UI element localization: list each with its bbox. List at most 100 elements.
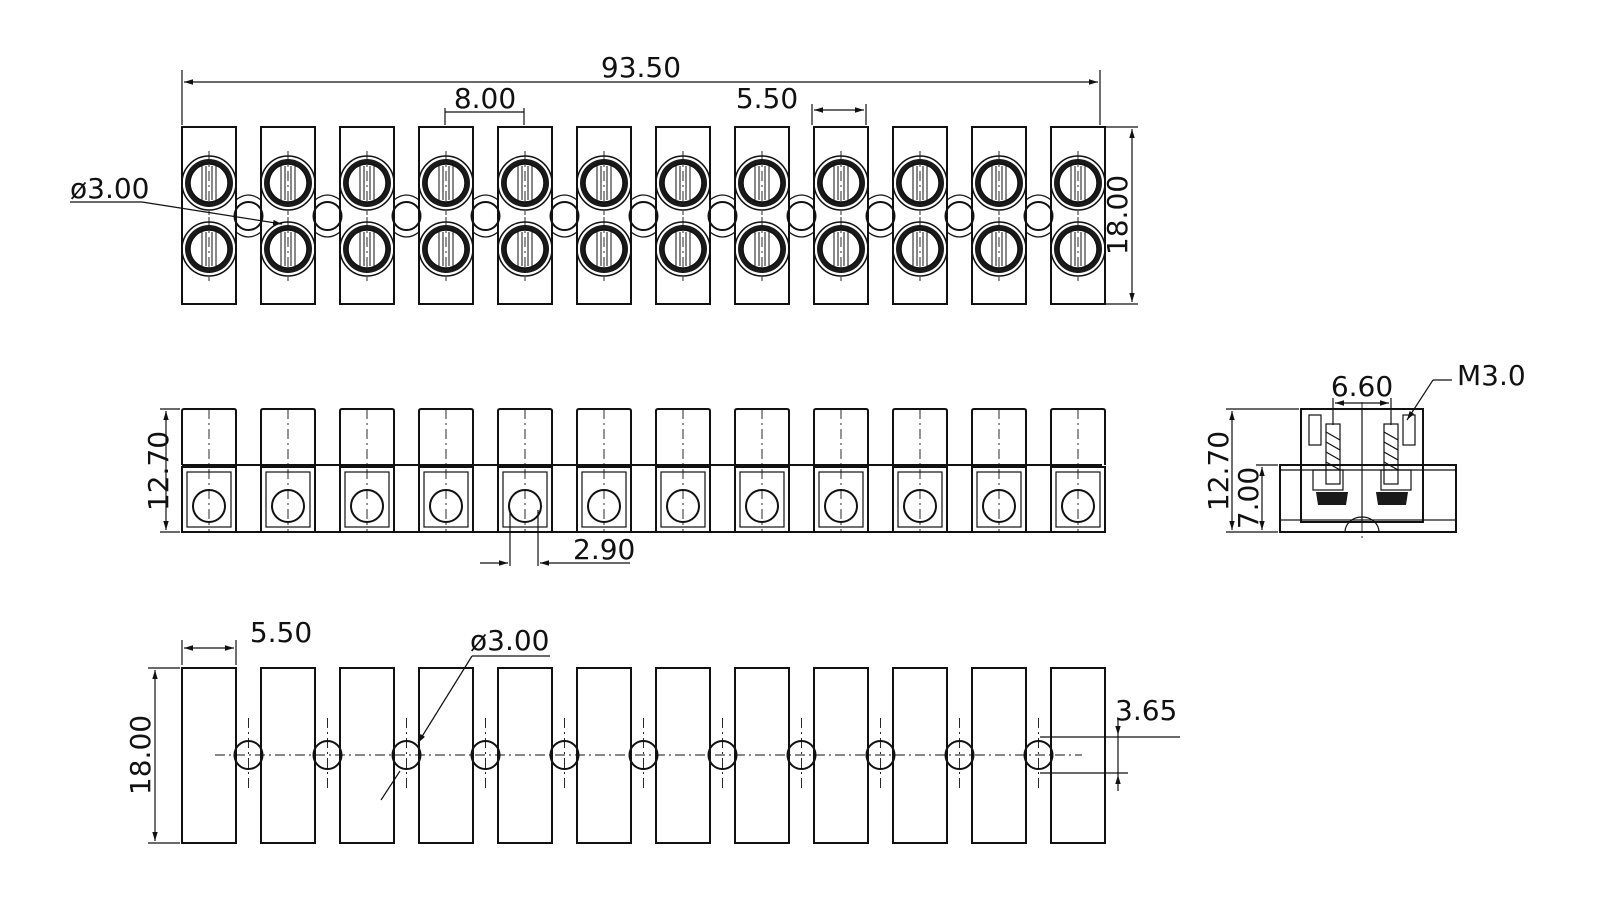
dim-hole-offset-text: 3.65: [1115, 694, 1177, 727]
front-view-cage: [181, 466, 237, 533]
screw-head-icon: [181, 151, 237, 215]
bridge-hole-icon: [865, 201, 896, 231]
dim-gap-top-text: 5.50: [736, 82, 798, 115]
screw-head-icon: [1050, 151, 1106, 215]
bottom-view-block: [655, 667, 711, 844]
dim-screw-thread: M3.0: [1406, 359, 1526, 421]
dim-hole-top: ø3.00: [70, 172, 283, 226]
front-view-cage: [339, 466, 395, 533]
dim-hole-offset: 3.65: [1040, 694, 1180, 791]
dim-height-top: 18.00: [1101, 126, 1138, 305]
front-view-cage: [892, 466, 948, 533]
wire-hole-icon: [192, 489, 226, 523]
side-view-screw-left-clamp: [1316, 492, 1348, 505]
dim-pitch: 8.00: [444, 82, 525, 125]
screw-head-icon: [971, 217, 1027, 281]
dim-hole-bottom: ø3.00: [380, 624, 550, 801]
dim-height-top-text: 18.00: [1101, 175, 1134, 255]
screw-head-icon: [655, 151, 711, 215]
dim-hole-top-text: ø3.00: [70, 172, 149, 205]
screw-head-icon: [734, 217, 790, 281]
top-view-bridge-holes: [233, 194, 1054, 238]
side-view: 6.60 M3.0 12.70 7.00: [1202, 359, 1526, 540]
bridge-hole-icon: [549, 201, 580, 231]
wire-hole-icon: [982, 489, 1016, 523]
front-view-cage: [418, 466, 474, 533]
top-view-block: [576, 126, 632, 305]
bottom-view-block: [339, 667, 395, 844]
screw-head-icon: [1050, 217, 1106, 281]
bridge-hole-icon: [312, 201, 343, 231]
wire-hole-icon: [666, 489, 700, 523]
side-view-screw-right: [1376, 414, 1416, 505]
bottom-view-block: [892, 667, 948, 844]
dim-overall-length-text: 93.50: [601, 51, 681, 84]
top-view-blocks: [181, 126, 1106, 305]
screw-head-icon: [892, 217, 948, 281]
dim-hole-bottom-text: ø3.00: [470, 624, 549, 657]
bridge-hole-icon: [470, 201, 501, 231]
bridge-hole-icon: [707, 201, 738, 231]
dim-side-overall-height-text: 12.70: [1202, 431, 1235, 511]
top-view-block: [1050, 126, 1106, 305]
top-view-block: [813, 126, 869, 305]
screw-head-icon: [260, 151, 316, 215]
bridge-hole-icon: [391, 201, 422, 231]
screw-head-icon: [339, 217, 395, 281]
screw-head-icon: [497, 217, 553, 281]
top-view-block: [892, 126, 948, 305]
wire-hole-icon: [429, 489, 463, 523]
bridge-hole-icon: [628, 201, 659, 231]
dim-overall-length: 93.50: [181, 51, 1101, 125]
dim-side-overall-height: 12.70: [1202, 408, 1299, 533]
bridge-hole-icon: [1023, 201, 1054, 231]
dim-hole-front: 2.90: [480, 510, 635, 566]
dim-gap-bottom: 5.50: [181, 616, 312, 665]
bottom-view-blocks: [181, 667, 1106, 844]
top-view-block: [971, 126, 1027, 305]
front-view-cage: [1050, 466, 1106, 533]
dim-height-front-text: 12.70: [142, 431, 175, 511]
front-view-cage: [576, 466, 632, 533]
bottom-view-holes: [233, 718, 1054, 792]
screw-head-icon: [655, 217, 711, 281]
bottom-view-block: [181, 667, 237, 844]
screw-head-icon: [260, 217, 316, 281]
bridge-hole-icon: [944, 201, 975, 231]
dim-height-bottom-text: 18.00: [124, 715, 157, 795]
top-view-block: [734, 126, 790, 305]
bottom-view-block: [971, 667, 1027, 844]
front-view-cage: [655, 466, 711, 533]
wire-hole-icon: [903, 489, 937, 523]
wire-hole-icon: [271, 489, 305, 523]
dim-pitch-text: 8.00: [454, 82, 516, 115]
side-view-mount-hole: [1344, 516, 1380, 533]
screw-head-icon: [813, 217, 869, 281]
screw-head-icon: [971, 151, 1027, 215]
front-view: 12.70 2.90: [142, 408, 1106, 566]
top-view-block: [497, 126, 553, 305]
front-view-cage: [497, 466, 553, 533]
dim-height-bottom: 18.00: [124, 667, 180, 844]
side-view-screw-right-clamp: [1376, 492, 1408, 505]
wire-hole-icon: [587, 489, 621, 523]
bottom-view-block: [813, 667, 869, 844]
bottom-view-block: [418, 667, 474, 844]
screw-head-icon: [576, 151, 632, 215]
side-view-screw-left: [1308, 414, 1348, 505]
dim-side-body-height-text: 7.00: [1232, 467, 1265, 529]
front-view-cage: [813, 466, 869, 533]
bottom-view-block: [260, 667, 316, 844]
front-view-cage: [734, 466, 790, 533]
dim-height-front: 12.70: [142, 408, 180, 533]
front-view-cage: [260, 466, 316, 533]
screw-head-icon: [181, 217, 237, 281]
dim-side-body-height: 7.00: [1232, 464, 1278, 530]
screw-head-icon: [892, 151, 948, 215]
top-view-block: [339, 126, 395, 305]
top-view-screws: [181, 151, 1106, 281]
top-view-block: [655, 126, 711, 305]
top-view-block: [418, 126, 474, 305]
wire-hole-icon: [350, 489, 384, 523]
bridge-hole-icon: [786, 201, 817, 231]
